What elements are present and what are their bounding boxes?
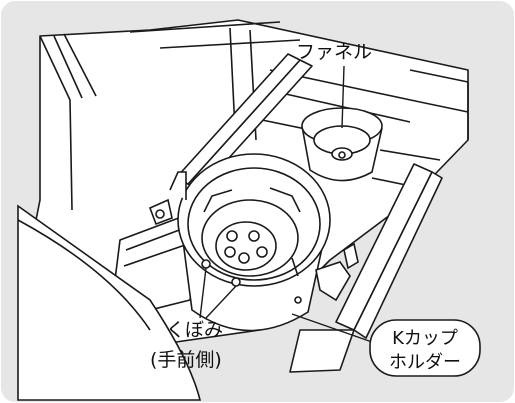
funnel-leader-line	[341, 65, 345, 129]
funnel-label: ファネル	[296, 41, 372, 63]
holder-sublabel: ホルダー	[389, 352, 461, 373]
holder-callout-box	[369, 319, 481, 377]
indent-leader-line-2	[205, 285, 237, 319]
front-panel	[17, 204, 202, 401]
holder-leader-line	[291, 313, 373, 343]
indent-sublabel: (手前側)	[150, 349, 222, 371]
slide-rails	[109, 53, 443, 373]
indent-label: くぼみ	[166, 319, 223, 341]
holder-label: Kカップ	[392, 328, 458, 349]
indent-leader-line-1	[199, 267, 207, 319]
k-cup-holder	[148, 153, 359, 332]
